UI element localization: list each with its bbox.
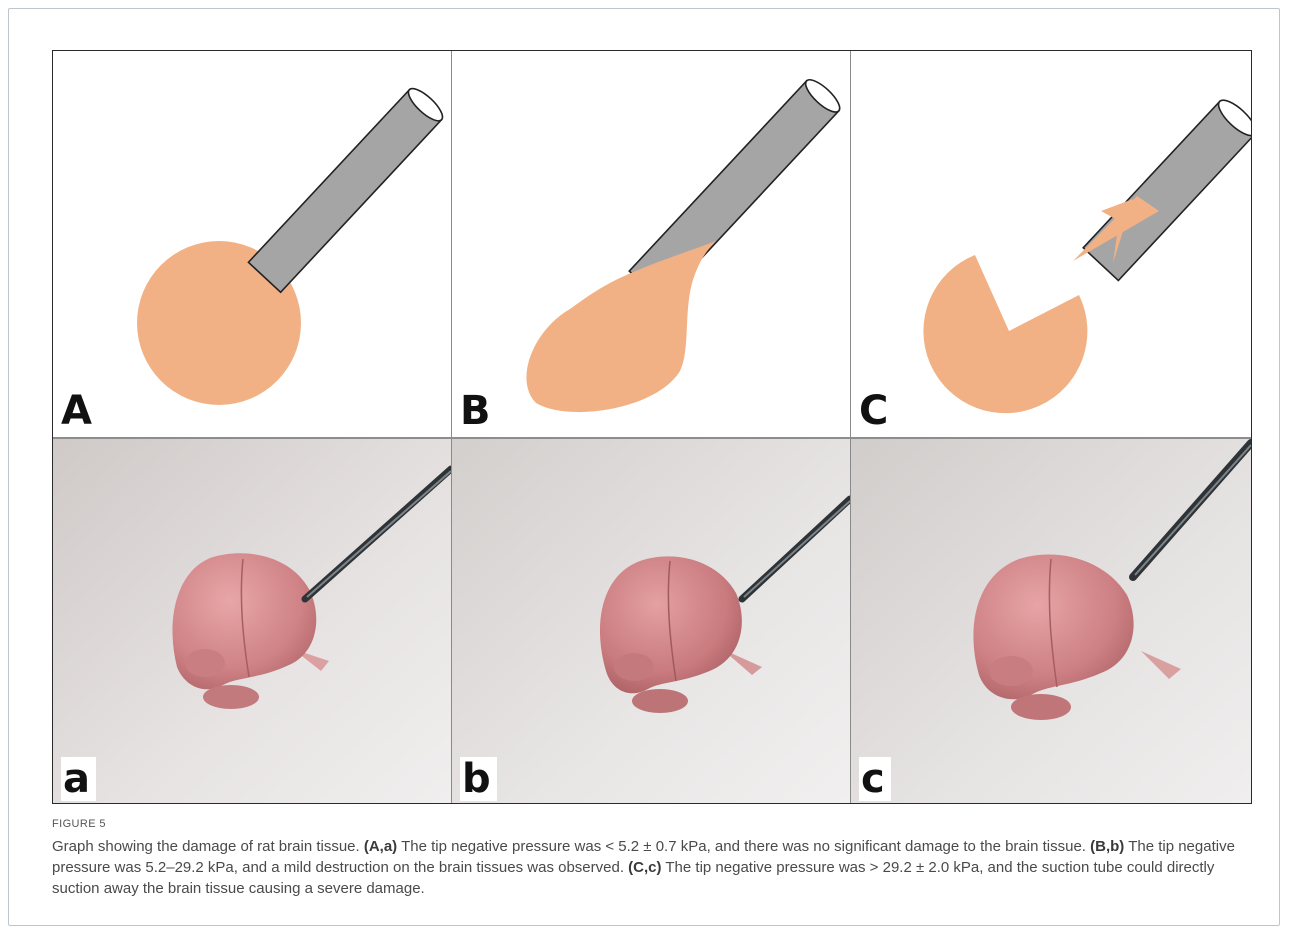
brain-tissue-shape bbox=[526, 241, 716, 412]
panel-b-photo: b bbox=[452, 439, 850, 803]
diagram-mild-damage bbox=[452, 51, 850, 437]
olfactory-bulb bbox=[185, 649, 225, 677]
figure-5-panel-grid: A B C bbox=[52, 50, 1252, 804]
caption-ref: (B,b) bbox=[1090, 838, 1124, 855]
panel-label-b: b bbox=[460, 757, 497, 801]
panel-label-C: C bbox=[857, 389, 894, 433]
panel-A-diagram: A bbox=[53, 51, 451, 437]
panel-c-photo: c bbox=[851, 439, 1251, 803]
suction-tube-icon bbox=[248, 84, 447, 292]
caption-ref: (C,c) bbox=[628, 859, 661, 876]
panel-label-B: B bbox=[458, 389, 497, 433]
panel-a-photo: a bbox=[53, 439, 451, 803]
olfactory-bulb bbox=[989, 656, 1033, 686]
photo-rat-brain-a bbox=[53, 439, 451, 803]
brain-tissue-shape bbox=[923, 255, 1087, 413]
diagram-severe-damage bbox=[851, 51, 1251, 437]
diagram-intact-tissue bbox=[53, 51, 451, 437]
caption-text: Graph showing the damage of rat brain ti… bbox=[52, 836, 1262, 899]
caption-intro: Graph showing the damage of rat brain ti… bbox=[52, 838, 364, 855]
panel-label-A: A bbox=[59, 389, 98, 433]
panel-label-c: c bbox=[859, 757, 891, 801]
caption-part: The tip negative pressure was < 5.2 ± 0.… bbox=[397, 838, 1090, 855]
panel-B-diagram: B bbox=[452, 51, 850, 437]
figure-number: FIGURE 5 bbox=[52, 818, 1262, 830]
photo-rat-brain-b bbox=[452, 439, 850, 803]
panel-label-a: a bbox=[61, 757, 96, 801]
suction-tube-icon bbox=[1083, 95, 1251, 281]
figure-caption: FIGURE 5 Graph showing the damage of rat… bbox=[52, 818, 1262, 899]
olfactory-bulb bbox=[614, 653, 654, 681]
panel-C-diagram: C bbox=[851, 51, 1251, 437]
caption-ref: (A,a) bbox=[364, 838, 397, 855]
photo-rat-brain-c bbox=[851, 439, 1251, 803]
